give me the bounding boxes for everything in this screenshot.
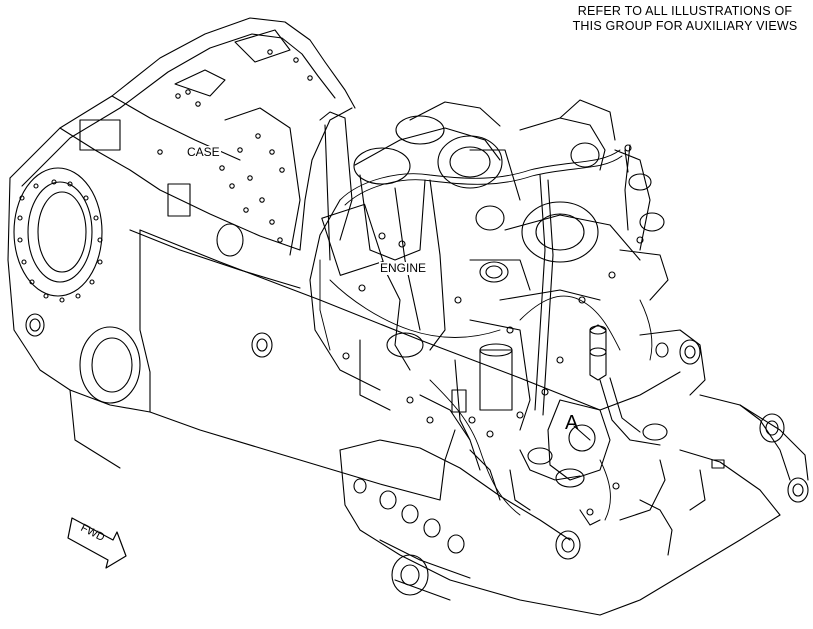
auxiliary-views-note: REFER TO ALL ILLUSTRATIONS OF THIS GROUP… (560, 4, 810, 34)
forward-direction-arrow: FWD (67, 517, 127, 569)
engine-label: ENGINE (379, 261, 428, 275)
view-a-callout: A (565, 412, 579, 434)
track-frame (139, 229, 781, 616)
case-label: CASE (186, 145, 221, 159)
engine-block (309, 99, 669, 441)
note-line-1: REFER TO ALL ILLUSTRATIONS OF (577, 4, 793, 18)
rear-frame (639, 329, 809, 556)
view-a-leader (573, 425, 591, 441)
bolt-circle (17, 179, 103, 303)
wiring-harness (319, 149, 653, 521)
hoses-and-pipes (419, 144, 668, 526)
fittings (342, 232, 644, 516)
note-line-2: THIS GROUP FOR AUXILIARY VIEWS (572, 19, 798, 33)
case-bolts (157, 49, 313, 243)
case-housing (7, 17, 441, 501)
